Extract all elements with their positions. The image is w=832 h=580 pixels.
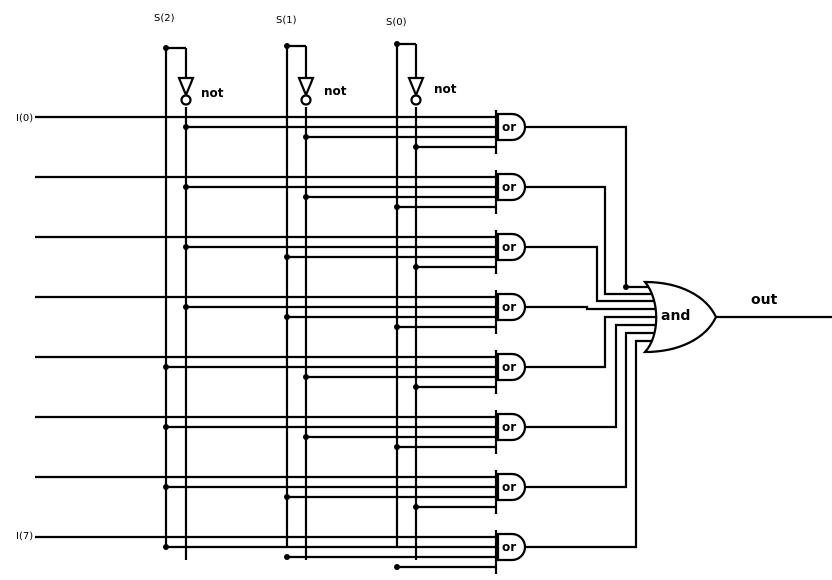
or-output-wire-3 xyxy=(525,305,658,311)
or-gate xyxy=(496,112,527,142)
junction-dot xyxy=(394,444,400,450)
select-label-s0: S(0) xyxy=(386,17,407,28)
junction-dot xyxy=(284,254,290,260)
junction-dot xyxy=(394,324,400,330)
labels: S(2) S(1) S(0) I(0) I(7) not not not and… xyxy=(16,13,778,554)
or-gate-label: or xyxy=(502,180,516,194)
not-gate xyxy=(407,76,425,98)
or-gate xyxy=(496,472,527,502)
wires xyxy=(35,42,832,574)
or-gate-label: or xyxy=(502,120,516,134)
junction-dot xyxy=(284,494,290,500)
or-output-wire-4 xyxy=(525,315,658,369)
junction-dot xyxy=(284,554,290,560)
junction-dot xyxy=(284,43,290,49)
junction-dot xyxy=(623,284,629,290)
or-output-wire-1 xyxy=(525,185,658,296)
junction-dot xyxy=(163,544,169,550)
and-gate-label: and xyxy=(661,308,690,324)
or-gate xyxy=(496,232,527,262)
junction-dot xyxy=(303,194,309,200)
input-label-i0: I(0) xyxy=(16,113,33,124)
junction-dot xyxy=(183,124,189,130)
junction-dot xyxy=(163,424,169,430)
or-gate-label: or xyxy=(502,480,516,494)
and-gate xyxy=(642,280,718,354)
junction-dot xyxy=(284,314,290,320)
select-label-s1: S(1) xyxy=(276,15,297,26)
select-label-s2: S(2) xyxy=(154,13,175,24)
junction-dot xyxy=(163,45,169,51)
not-gate-label-s1: not xyxy=(324,84,347,98)
not-gate-label-s2: not xyxy=(201,86,224,100)
not-gate xyxy=(177,76,195,98)
junction-dot xyxy=(183,184,189,190)
junction-dot xyxy=(394,204,400,210)
or-gate-label: or xyxy=(502,360,516,374)
output-label: out xyxy=(751,292,778,308)
junction-dot xyxy=(303,134,309,140)
junction-dot xyxy=(413,264,419,270)
gates xyxy=(177,76,718,562)
junction-dot xyxy=(413,144,419,150)
junction-dot xyxy=(163,364,169,370)
junction-dot xyxy=(394,564,400,570)
or-gate xyxy=(496,532,527,562)
or-output-wire-0 xyxy=(525,125,658,289)
or-gate-label: or xyxy=(502,420,516,434)
or-gate-label: or xyxy=(502,240,516,254)
or-output-wire-2 xyxy=(525,245,658,303)
or-gate xyxy=(496,352,527,382)
or-gate-label: or xyxy=(502,540,516,554)
not-gate-label-s0: not xyxy=(434,82,457,96)
junction-dot xyxy=(163,484,169,490)
not-gate-bubble xyxy=(180,94,192,106)
junction-dot xyxy=(394,41,400,47)
junction-dot xyxy=(183,244,189,250)
input-label-i7: I(7) xyxy=(16,531,33,542)
junction-dot xyxy=(303,434,309,440)
junction-dot xyxy=(183,304,189,310)
or-gate xyxy=(496,412,527,442)
not-gate-bubble xyxy=(300,94,312,106)
or-gate-label: or xyxy=(502,300,516,314)
not-gate xyxy=(297,76,315,98)
not-gate-bubble xyxy=(410,94,422,106)
or-output-wire-7 xyxy=(525,339,658,549)
or-gate xyxy=(496,292,527,322)
or-output-wire-6 xyxy=(525,331,658,489)
or-gate xyxy=(496,172,527,202)
junction-dot xyxy=(413,384,419,390)
or-output-wire-5 xyxy=(525,323,658,429)
junction-dots xyxy=(163,41,629,570)
junction-dot xyxy=(413,504,419,510)
junction-dot xyxy=(303,374,309,380)
